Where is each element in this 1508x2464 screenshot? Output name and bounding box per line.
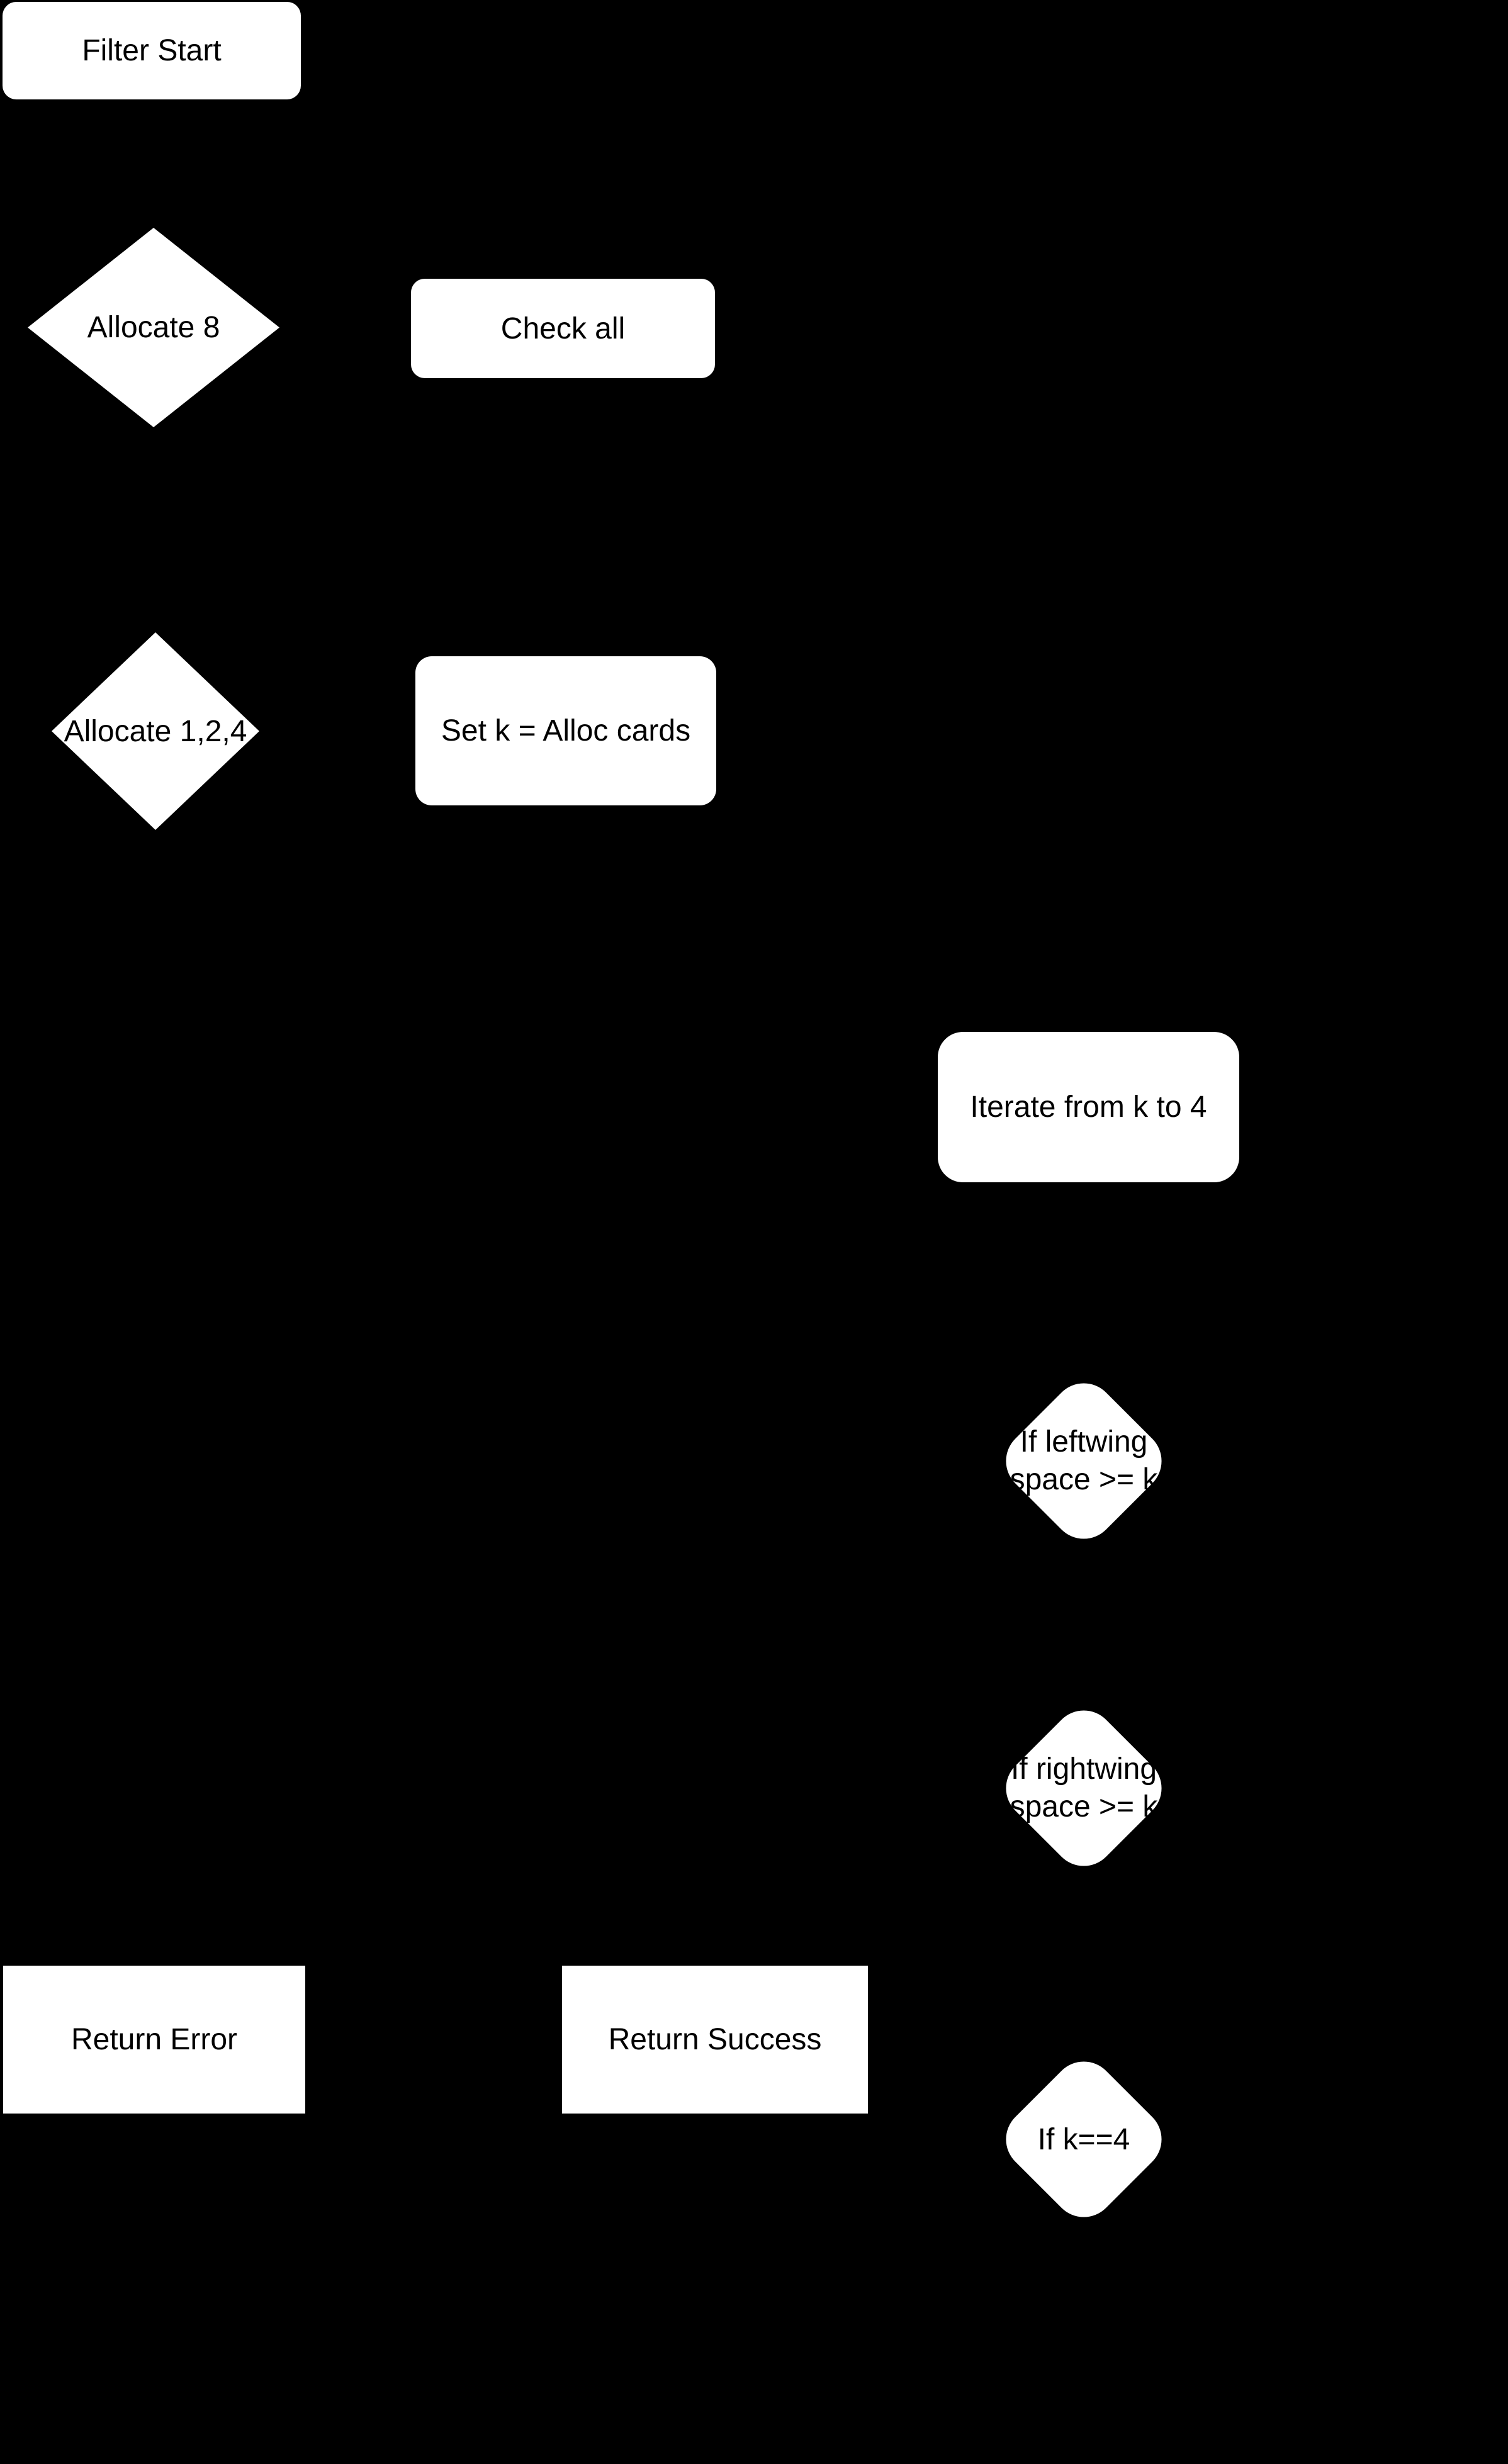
flowchart-node-allocate-8: Allocate 8: [28, 228, 279, 427]
flowchart-node-if-leftwing: If leftwing space >= k: [993, 1370, 1175, 1552]
flowchart-node-iterate-k-to-4: Iterate from k to 4: [938, 1032, 1239, 1182]
node-label: Set k = Alloc cards: [441, 714, 691, 748]
node-label-line: If rightwing: [1010, 1752, 1157, 1786]
node-label: If k==4: [1037, 2122, 1130, 2156]
node-label-line: space >= k: [1010, 1790, 1158, 1823]
flowchart-node-allocate-1-2-4: Allocate 1,2,4: [52, 632, 259, 830]
node-label: If rightwing space >= k: [1010, 1750, 1158, 1826]
node-label: Allocate 8: [87, 311, 220, 344]
node-label: If leftwing space >= k: [1010, 1423, 1158, 1499]
flowchart-node-if-rightwing: If rightwing space >= k: [993, 1697, 1175, 1879]
node-label-line: space >= k: [1010, 1463, 1158, 1496]
flowchart-node-filter-start: Filter Start: [3, 2, 301, 99]
node-label: Return Error: [70, 2023, 238, 2056]
flowchart-node-return-success: Return Success: [562, 1966, 868, 2114]
flowchart-node-if-k-equals-4: If k==4: [993, 2048, 1175, 2231]
flowchart-node-set-k: Set k = Alloc cards: [415, 656, 716, 805]
node-label: Check all: [500, 311, 626, 345]
node-label: Iterate from k to 4: [970, 1090, 1207, 1124]
node-label: Allocate 1,2,4: [64, 714, 247, 748]
flowchart-node-return-error: Return Error: [3, 1966, 305, 2114]
flowchart-node-check-all: Check all: [411, 279, 715, 378]
node-label: Filter Start: [82, 34, 222, 67]
node-label: Return Success: [608, 2023, 822, 2056]
node-label-line: If leftwing: [1020, 1425, 1148, 1459]
